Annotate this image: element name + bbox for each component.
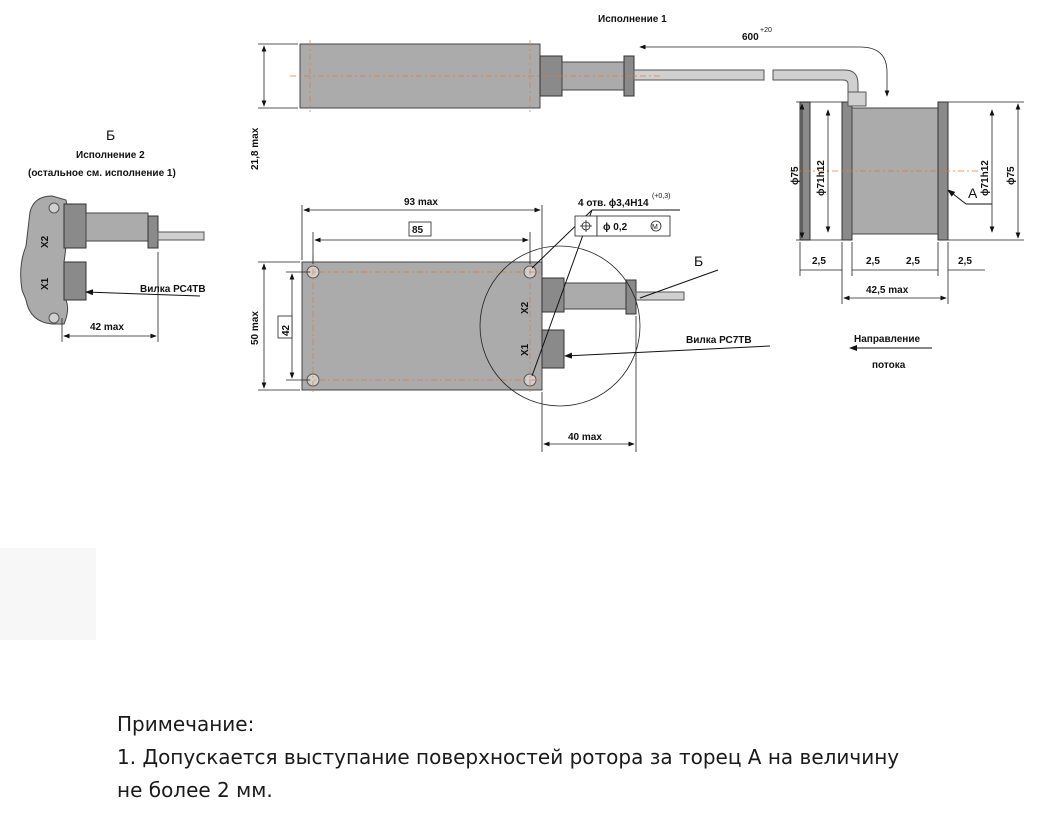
rotor-body bbox=[851, 107, 939, 235]
x2-label: X2 bbox=[520, 301, 531, 314]
x2-side-label: X2 bbox=[40, 235, 51, 248]
top-view: Исполнение 1 21,8 max 600 +20 bbox=[250, 14, 890, 170]
dim-40: 40 max bbox=[568, 432, 602, 443]
sensor-body-front bbox=[301, 261, 543, 391]
face-a-label: A bbox=[968, 185, 978, 201]
dim-2-5: 2,5 bbox=[906, 256, 920, 267]
cable-top bbox=[633, 69, 765, 81]
plug-pc4-label: Вилка РС4ТВ bbox=[140, 284, 206, 295]
view-b-label: Б bbox=[106, 127, 115, 143]
detail-b-circle bbox=[479, 245, 641, 407]
connector-flange-side bbox=[147, 215, 159, 249]
x1-label: X1 bbox=[520, 343, 531, 356]
variant2-note: (остальное см. исполнение 1) bbox=[28, 168, 176, 179]
connector-x2 bbox=[563, 282, 627, 310]
notes-title: Примечание: bbox=[117, 712, 255, 736]
cable-bend bbox=[772, 69, 859, 97]
plug-pc7-label: Вилка РС7ТВ bbox=[686, 335, 752, 346]
dim-d75-left: ϕ75 bbox=[790, 166, 801, 185]
dim-93: 93 max bbox=[404, 197, 438, 208]
detail-b-label: Б bbox=[694, 253, 703, 269]
dim-2-5: 2,5 bbox=[958, 256, 972, 267]
dim-600: 600 bbox=[742, 32, 759, 43]
dim-2-5: 2,5 bbox=[866, 256, 880, 267]
variant2-label: Исполнение 2 bbox=[76, 150, 145, 161]
dim-d71-left: ϕ71h12 bbox=[816, 160, 827, 196]
technical-drawing: Исполнение 1 21,8 max 600 +20 X2 X1 bbox=[20, 14, 1024, 452]
dim-2-5: 2,5 bbox=[812, 256, 826, 267]
dim-21-8: 21,8 max bbox=[250, 127, 261, 170]
flow-label-1: Направление bbox=[854, 334, 920, 345]
cable-front bbox=[635, 291, 685, 301]
notes-line: не более 2 мм. bbox=[117, 778, 273, 802]
holes-callout: 4 отв. ϕ3,4H14 bbox=[578, 198, 649, 209]
dim-d71-right: ϕ71h12 bbox=[980, 160, 991, 196]
connector-x1 bbox=[541, 329, 565, 369]
variant1-label: Исполнение 1 bbox=[598, 14, 667, 25]
notes-line: 1. Допускается выступание поверхностей р… bbox=[117, 745, 900, 769]
side-view: ϕ75 ϕ71h12 ϕ75 ϕ71h12 A 2,5 2,5 2,5 2,5 … bbox=[790, 91, 1024, 371]
position-tolerance: ϕ 0,2 bbox=[603, 222, 628, 233]
notes-block: Примечание: 1. Допускается выступание по… bbox=[117, 708, 1017, 807]
connector-side bbox=[85, 212, 149, 242]
dim-600-tol: +20 bbox=[760, 27, 772, 34]
connector-x2-nut bbox=[541, 277, 565, 313]
dim-d75-right: ϕ75 bbox=[1006, 166, 1017, 185]
dim-42-side: 42 max bbox=[90, 322, 124, 333]
blank-panel bbox=[0, 548, 96, 640]
dim-42-5: 42,5 max bbox=[866, 285, 909, 296]
cable-entry bbox=[847, 91, 867, 107]
dim-85: 85 bbox=[412, 225, 424, 236]
tol-m-symbol: M bbox=[652, 224, 658, 231]
detail-b-view: Б Исполнение 2 (остальное см. исполнение… bbox=[20, 127, 206, 342]
flow-label-2: потока bbox=[872, 360, 906, 371]
connector-x1-side bbox=[63, 261, 87, 301]
cable-side bbox=[157, 231, 205, 241]
holes-tolerance: (+0,3) bbox=[652, 193, 670, 200]
x1-side-label: X1 bbox=[40, 277, 51, 290]
connector-x2-side bbox=[63, 203, 87, 249]
dim-50: 50 max bbox=[250, 311, 261, 345]
dim-42-body: 42 bbox=[281, 324, 292, 336]
front-view: X2 X1 93 max 85 50 max 42 4 отв. ϕ3,4H14… bbox=[250, 193, 771, 452]
housing-lobe bbox=[20, 195, 69, 325]
